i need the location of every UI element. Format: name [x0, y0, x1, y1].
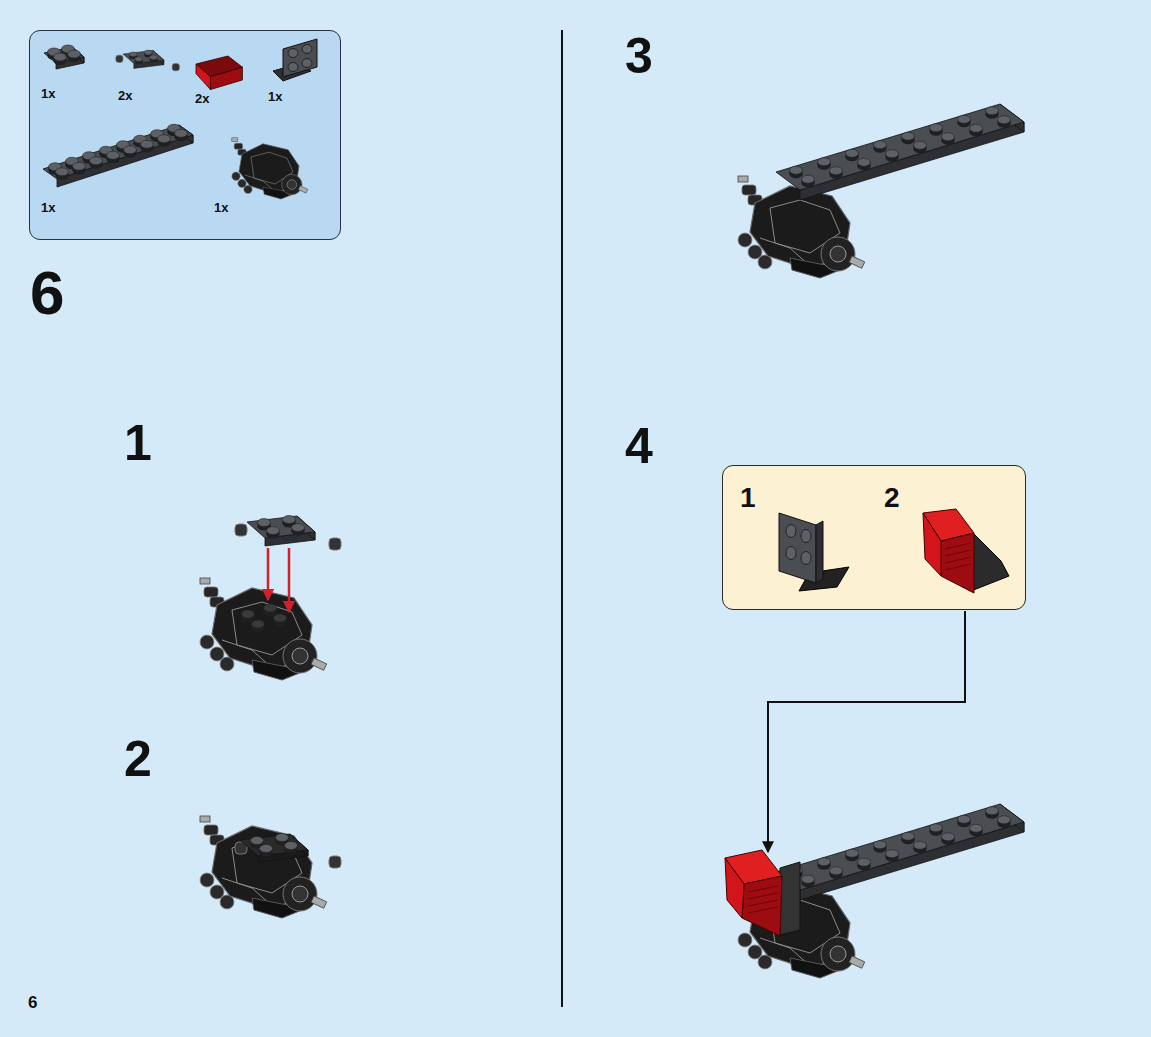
callout-step-number: 2: [884, 484, 900, 512]
sub-step-number: 1: [124, 418, 152, 468]
part-illustration: [723, 466, 1027, 611]
part-quantity: 1x: [41, 201, 55, 214]
part-quantity: 1x: [214, 201, 228, 214]
step-3-model: [738, 104, 1024, 278]
part-illustration: [30, 31, 342, 241]
callout-step-number: 1: [740, 484, 756, 512]
sub-assembly-callout: 12: [722, 465, 1026, 610]
part-quantity: 1x: [268, 90, 282, 103]
parts-list-panel: 1x 2x 2x 1x 1x 1x: [29, 30, 341, 240]
step-1-model: [200, 516, 341, 681]
divider-line: [561, 30, 563, 1007]
callout-leader: [768, 611, 965, 852]
sub-step-number: 3: [625, 31, 653, 81]
step-4-model: [725, 804, 1024, 978]
step-2-model: [200, 816, 341, 918]
part-quantity: 2x: [195, 92, 209, 105]
step-number: 6: [30, 262, 64, 324]
page-number: 6: [28, 994, 37, 1011]
sub-step-number: 2: [124, 734, 152, 784]
sub-step-number: 4: [625, 421, 653, 471]
part-quantity: 1x: [41, 87, 55, 100]
part-quantity: 2x: [118, 89, 132, 102]
